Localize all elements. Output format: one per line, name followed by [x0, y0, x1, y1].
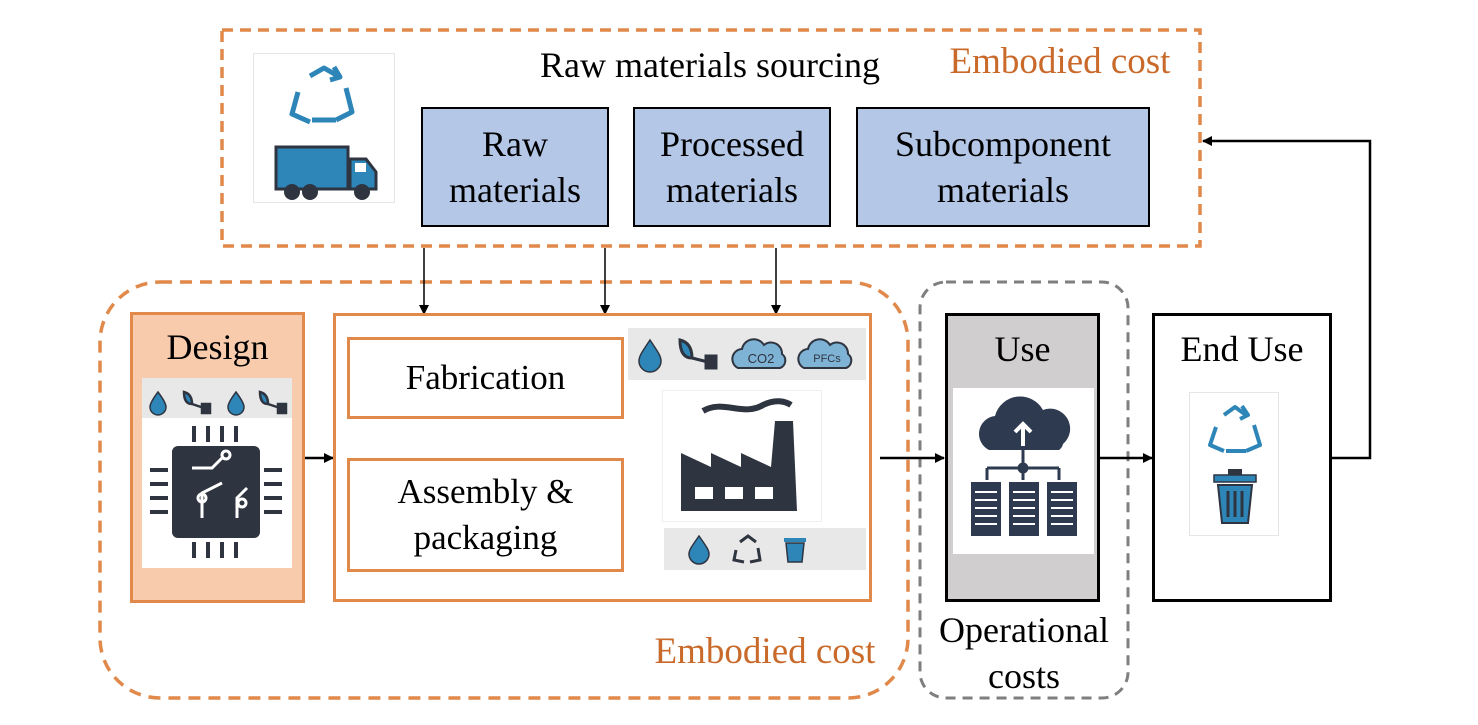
manufacturing-group-frame	[98, 280, 910, 700]
trash-bin-icon	[784, 538, 806, 563]
electric-plug-icon	[182, 390, 288, 415]
use-label: Use	[994, 329, 1051, 369]
water-drop-icon	[149, 390, 245, 416]
manufacturing-cost-label: Embodied cost	[654, 631, 876, 672]
material-box-raw: Raw materials	[421, 107, 609, 227]
material-box-processed: Processed materials	[633, 107, 831, 227]
cloud-server-icon	[971, 396, 1077, 536]
recycle-icon	[1208, 404, 1262, 453]
chip-icon	[150, 426, 282, 558]
operational-group-frame	[918, 280, 1130, 700]
arrow-enduse-feedback	[1202, 136, 1372, 460]
recycle-icon	[732, 534, 762, 564]
electric-plug-icon	[678, 338, 718, 370]
emissions-icon-strip: CO2 PFCs	[628, 328, 866, 380]
end-use-icon-panel	[1189, 392, 1279, 536]
design-label: Design	[166, 327, 269, 367]
pfcs-badge-text: PFCs	[813, 353, 841, 365]
use-icon-panel	[953, 388, 1094, 554]
material-box-subcomponent: Subcomponent materials	[856, 107, 1150, 227]
co2-cloud-icon: CO2	[731, 338, 787, 369]
water-drop-icon	[688, 534, 710, 565]
factory-icon	[681, 398, 797, 511]
sourcing-title: Raw materials sourcing	[540, 45, 880, 85]
end-use-label: End Use	[1180, 329, 1304, 369]
operational-cost-label: Operational costs	[939, 610, 1109, 696]
water-drop-icon	[638, 338, 662, 373]
assembly-packaging-box: Assembly & packaging	[347, 458, 624, 572]
factory-icon-panel	[662, 390, 822, 522]
trash-bin-icon	[1213, 469, 1257, 524]
sourcing-icon-panel	[253, 53, 395, 203]
fabrication-box: Fabrication	[347, 337, 624, 419]
sourcing-group-frame	[220, 28, 1202, 248]
truck-icon	[274, 145, 378, 200]
co2-badge-text: CO2	[748, 351, 775, 366]
waste-icon-strip	[664, 528, 866, 570]
sourcing-cost-label: Embodied cost	[949, 41, 1171, 82]
pfcs-cloud-icon: PFCs	[797, 338, 853, 369]
recycle-icon	[289, 65, 355, 125]
design-icon-panel	[142, 378, 292, 568]
